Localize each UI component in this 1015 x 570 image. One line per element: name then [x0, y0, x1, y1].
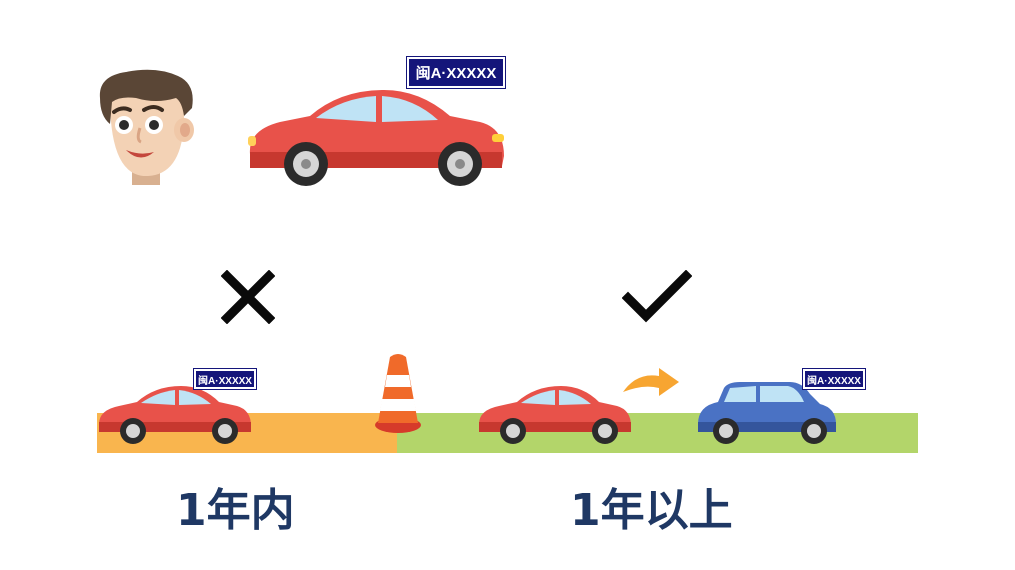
cross-icon — [221, 270, 275, 324]
license-plate-top: 闽A·XXXXX — [406, 56, 506, 89]
person-head-illustration — [99, 69, 194, 185]
blue-car — [698, 382, 836, 444]
traffic-cone-icon — [375, 354, 421, 433]
red-car-right — [479, 386, 631, 444]
curved-arrow-icon — [623, 368, 679, 396]
label-over-one-year: 1年以上 — [570, 485, 733, 536]
license-plate-left: 闽A·XXXXX — [193, 368, 257, 390]
red-car-large — [248, 90, 504, 186]
red-car-left — [99, 386, 251, 444]
license-plate-right: 闽A·XXXXX — [802, 368, 866, 390]
label-within-one-year: 1年内 — [176, 485, 295, 536]
check-icon — [622, 270, 692, 323]
